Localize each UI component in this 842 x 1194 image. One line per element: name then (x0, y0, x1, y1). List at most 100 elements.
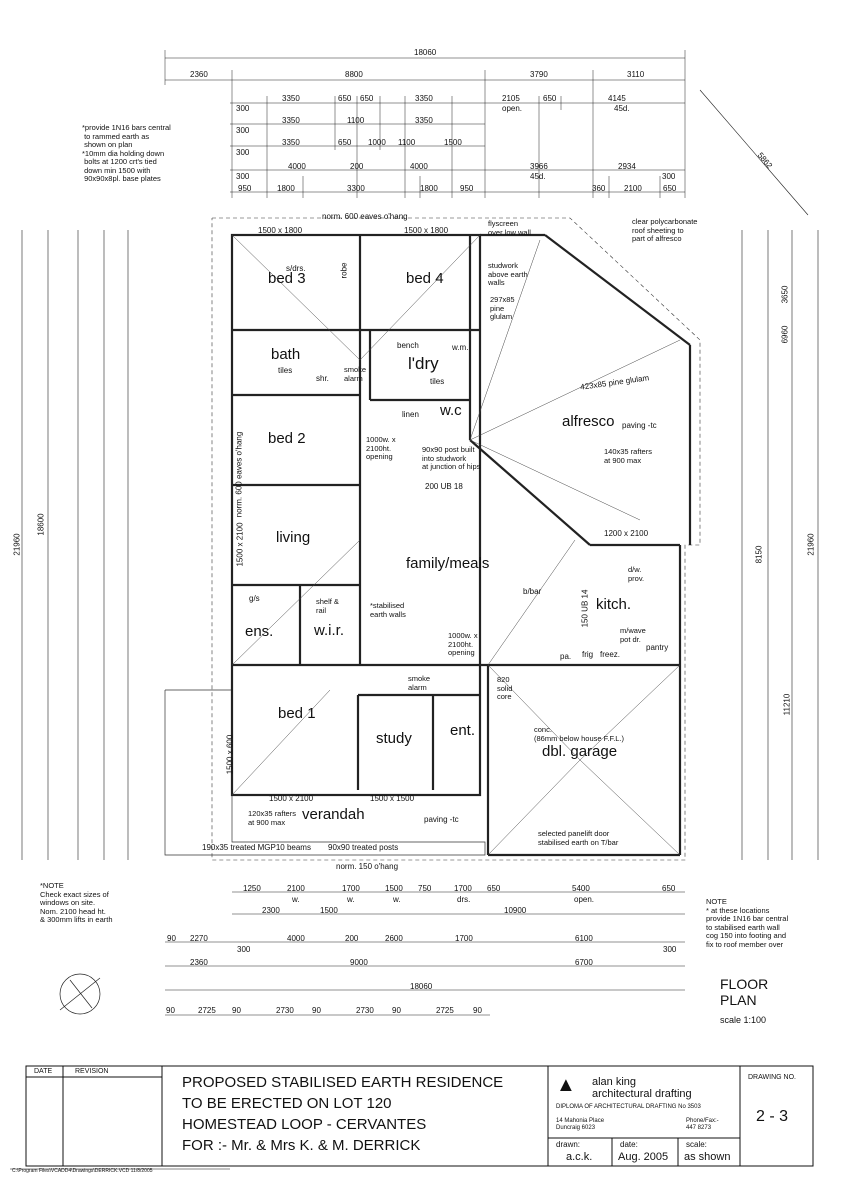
window-size: 1500 x 1800 (258, 226, 303, 235)
dim: 8800 (345, 70, 363, 79)
opening-note: 1000w. x 2100ht. opening (366, 435, 396, 461)
dim: w. (393, 895, 401, 904)
room-family-meals: family/meals (406, 555, 490, 572)
shower-label: shr. (316, 374, 329, 383)
plan-scale: scale 1:100 (720, 1015, 767, 1025)
dim: 1500 (320, 906, 338, 915)
drawn-value: a.c.k. (566, 1151, 593, 1163)
firm-logo-icon: ▲ (556, 1074, 576, 1096)
room-alfresco: alfresco (562, 413, 615, 430)
dim: 2725 (198, 1006, 216, 1015)
smoke-alarm: smoke alarm (408, 674, 431, 692)
date-value: Aug. 2005 (618, 1151, 669, 1163)
dim: 3966 (530, 162, 548, 171)
verandah-beams: 190x35 treated MGP10 beams (202, 843, 311, 852)
dim: w. (292, 895, 300, 904)
dishwasher-label: d/w. prov. (628, 565, 645, 583)
dim-left-total: 18600 (36, 513, 46, 536)
dim: 650 (543, 94, 557, 103)
room-wc: w.c (440, 402, 462, 419)
washing-machine-label: w.m. (452, 343, 469, 352)
dim: 1000 (368, 138, 386, 147)
dim: 200 (350, 162, 364, 171)
pa-label: pa. (560, 652, 572, 661)
window-size: 1500 x 2100 (269, 794, 314, 803)
dim: 90 (232, 1006, 241, 1015)
beam-label-150: 150 UB 14 (580, 589, 590, 628)
revision-header: REVISION (75, 1068, 109, 1075)
verandah-rafters: 120x35 rafters at 900 max (248, 809, 296, 827)
room-bed-1: bed 1 (278, 705, 316, 722)
dim: 2934 (618, 162, 636, 171)
studwork-note: studwork above earth walls (488, 261, 528, 287)
beam-label: 200 UB 18 (425, 482, 463, 491)
dim: 4000 (410, 162, 428, 171)
dim: 3350 (415, 94, 433, 103)
dim: 300 (237, 945, 251, 954)
eaves-label: norm. 600 eaves o'hang (322, 212, 408, 221)
pantry-label: pantry (646, 643, 669, 652)
dim: 3350 (282, 138, 300, 147)
dim: 3350 (282, 94, 300, 103)
dim-total-top: 18060 (414, 48, 437, 57)
dim: w. (347, 895, 355, 904)
plan-title: FLOOR PLAN (720, 976, 769, 1008)
drawing-number: 2 - 3 (756, 1108, 789, 1125)
dim: 1800 (420, 184, 438, 193)
dim: open. (502, 104, 523, 113)
eaves-label-bottom: norm. 150 o'hang (336, 862, 399, 871)
dim: 9000 (350, 958, 368, 967)
dim: 1500 (444, 138, 462, 147)
dim: 2730 (276, 1006, 294, 1015)
dim: 750 (418, 884, 432, 893)
gs-label: g/s (249, 594, 260, 603)
dim: 2105 (502, 94, 520, 103)
dim: 2360 (190, 70, 208, 79)
dim-total-bottom: 18060 (410, 982, 433, 991)
room-walk-in-robe: w.i.r. (314, 622, 345, 639)
bench-label: bench (397, 341, 419, 350)
dim: 2100 (624, 184, 642, 193)
dim: 300 (662, 172, 676, 181)
dim: 300 (663, 945, 677, 954)
dim: 950 (460, 184, 474, 193)
structural-note: *provide 1N16 bars central to rammed ear… (82, 123, 171, 183)
dim: 360 (592, 184, 606, 193)
drawing-number-header: DRAWING NO. (748, 1074, 796, 1081)
dim: 45d. (614, 104, 630, 113)
rafter-note: 140x35 rafters at 900 max (604, 447, 652, 465)
dim: 10900 (504, 906, 527, 915)
firm-address: 14 Mahonia Place Duncraig 6023 (556, 1118, 605, 1131)
dim: 8150 (754, 545, 764, 564)
dim: 3350 (282, 116, 300, 125)
tiles-label: tiles (278, 366, 293, 375)
dim: 90 (312, 1006, 321, 1015)
dim: 3350 (415, 116, 433, 125)
room-study: study (376, 730, 412, 747)
dim: 1500 (385, 884, 403, 893)
window-size: 1200 x 2100 (604, 529, 649, 538)
dim: 1250 (243, 884, 261, 893)
dim: 200 (345, 934, 359, 943)
dim: 3650 (780, 285, 790, 304)
dim: 11210 (782, 693, 792, 716)
title-line-4: FOR :- Mr. & Mrs K. & M. DERRICK (182, 1137, 421, 1154)
drawn-label: drawn: (556, 1140, 581, 1149)
dim: 45d. (530, 172, 546, 181)
dim: 1700 (455, 934, 473, 943)
room-bed-3: bed 3 (268, 270, 306, 287)
dim: 90 (473, 1006, 482, 1015)
window-size: 1500 x 1800 (404, 226, 449, 235)
dim: 90 (167, 934, 176, 943)
dim: 90 (166, 1006, 175, 1015)
opening-note-2: 1000w. x 2100ht. opening (448, 631, 478, 657)
title-line-3: HOMESTEAD LOOP - CERVANTES (182, 1116, 427, 1133)
dim: 650 (663, 184, 677, 193)
dim: 650 (338, 138, 352, 147)
room-kitchen: kitch. (596, 596, 632, 613)
fridge-label: frig (582, 650, 594, 659)
robe-label: robe (339, 262, 349, 279)
dim: 4145 (608, 94, 626, 103)
window-size: 1500 x 2100 (235, 522, 245, 567)
